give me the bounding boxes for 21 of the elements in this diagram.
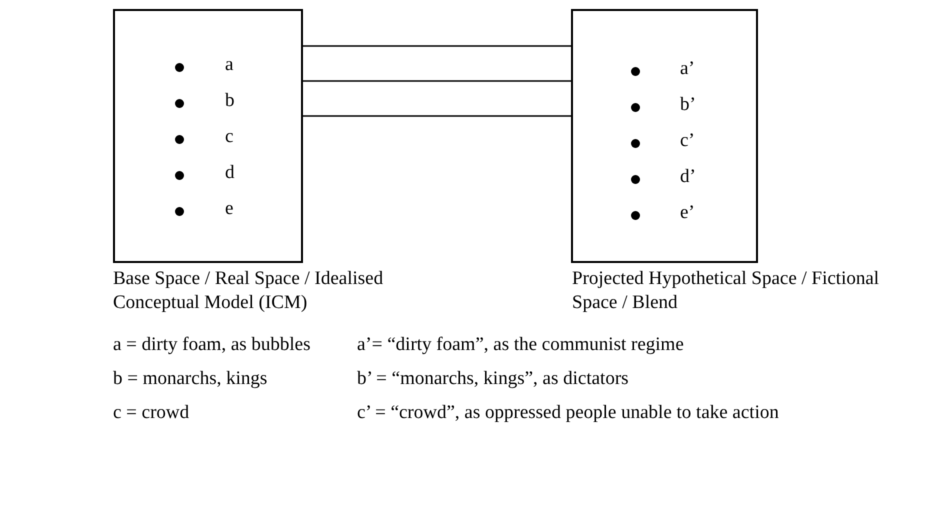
definition-text: a = dirty foam, as bubbles [113,333,312,357]
element-label: b [225,90,234,112]
element-label: c’ [680,130,695,152]
definition-text: a’= “dirty foam”, as the communist regime [357,333,685,357]
element-label: c [225,126,234,148]
element-label: a’ [680,58,695,80]
definition-text: c’ = “crowd”, as oppressed people unable to take action [357,401,780,425]
connector-line [303,115,571,117]
element-label: e [225,198,234,220]
element-label: b’ [680,94,696,116]
element-label: e’ [680,202,695,224]
definition-text: b = monarchs, kings [113,367,268,391]
element-label: a [225,54,234,76]
definition-text: c = crowd [113,401,190,425]
space-heading: Base Space / Real Space / Idealised Conceptual Model (ICM) [113,267,384,315]
definition-text: b’ = “monarchs, kings”, as dictators [357,367,630,391]
connector-line [303,45,571,47]
space-heading: Projected Hypothetical Space / Fictional Space / Blend [572,267,880,315]
element-label: d [225,162,234,184]
connector-line [303,80,571,82]
element-label: d’ [680,166,696,188]
